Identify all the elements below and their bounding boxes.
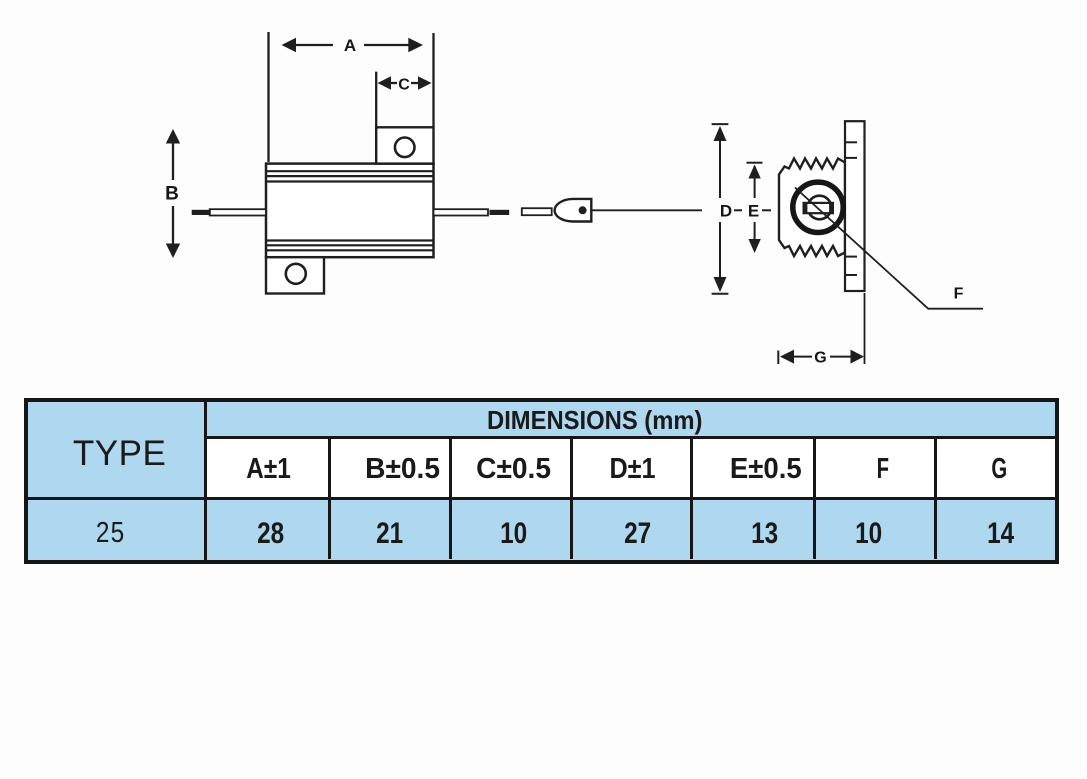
svg-text:D: D (720, 201, 732, 220)
svg-text:F: F (954, 286, 964, 303)
svg-text:C: C (398, 77, 410, 94)
svg-text:E: E (748, 201, 759, 220)
svg-text:G: G (814, 350, 826, 367)
svg-text:B: B (165, 184, 179, 205)
svg-text:A: A (344, 36, 356, 55)
